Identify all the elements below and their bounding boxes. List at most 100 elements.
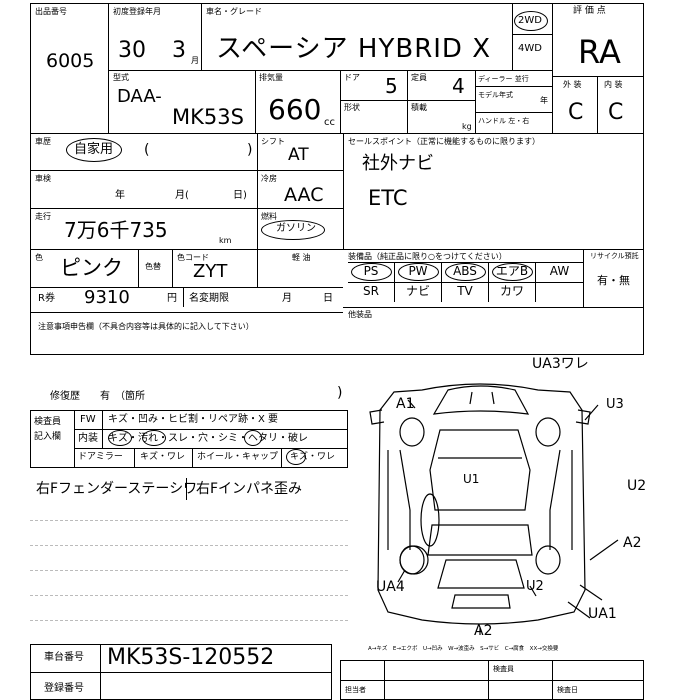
- divider: [597, 76, 598, 133]
- divider: [583, 249, 584, 307]
- divider: [257, 249, 258, 287]
- divider: [255, 70, 256, 133]
- equipment-item: カワ: [489, 282, 536, 302]
- divider: [475, 112, 552, 113]
- divider: [343, 133, 344, 249]
- mark-a2-bottom: A2: [474, 623, 493, 639]
- r-ticket-label: R券: [38, 293, 55, 304]
- car-name-value: スペーシア HYBRID X: [216, 34, 492, 64]
- reg-month-value: 3: [172, 38, 186, 63]
- fuel-value: ガソリン: [276, 223, 316, 234]
- equipment-circle: [492, 263, 533, 281]
- lot-no-label: 出品番号: [35, 7, 67, 16]
- repair-history-label: 修復歴 有 （箇所: [50, 391, 145, 402]
- equipment-item: AW: [536, 262, 583, 282]
- name-change-label: 名変期限: [189, 293, 229, 304]
- exterior-label: 外 装: [563, 80, 582, 89]
- yen-label: 円: [167, 293, 177, 304]
- usage-paren-close: ): [247, 142, 253, 158]
- score-value: RA: [578, 33, 621, 71]
- sales-point-1: 社外ナビ: [362, 153, 434, 174]
- sheet-frame: [30, 3, 644, 355]
- cooler-value: AAC: [284, 184, 324, 206]
- lot-no-value: 6005: [46, 50, 95, 72]
- mark-u3: U3: [606, 397, 624, 412]
- doors-value: 5: [385, 74, 398, 98]
- fw-label: FW: [80, 414, 96, 425]
- fuel-label: 燃料: [261, 212, 277, 221]
- mark-ua4: UA4: [376, 579, 405, 595]
- door-mirror-label: ドアミラー: [78, 452, 123, 462]
- model-prefix-value: DAA-: [117, 86, 162, 107]
- color-value: ピンク: [60, 256, 123, 280]
- fuel-circle: [261, 220, 325, 240]
- divider: [74, 429, 348, 430]
- interior-row-label: 内装: [78, 433, 98, 444]
- divider: [512, 34, 552, 35]
- interior-label: 内 装: [604, 80, 623, 89]
- stain-circle: [244, 430, 262, 446]
- displacement-label: 排気量: [259, 73, 283, 82]
- load-label: 積載: [411, 103, 427, 112]
- exterior-grade-value: C: [568, 100, 584, 125]
- receipt-label: 検査日: [557, 686, 578, 694]
- divider: [172, 249, 173, 287]
- divider: [30, 170, 343, 171]
- ruled-line: [30, 620, 348, 621]
- equipment-circle: [398, 263, 439, 281]
- usage-label: 車歴: [35, 137, 51, 146]
- sales-point-2: ETC: [368, 186, 408, 210]
- mark-u2-rear: U2: [526, 579, 544, 594]
- color-code-value: ZYT: [193, 261, 228, 282]
- ins-month-label: 月(: [175, 190, 189, 201]
- drive-4wd: 4WD: [518, 43, 542, 54]
- staff-label: 担当者: [345, 686, 366, 694]
- month-label: 月: [282, 293, 292, 304]
- inspector-name-label: 検査員: [493, 665, 514, 673]
- ruled-line: [30, 520, 348, 521]
- mark-a2-side: A2: [623, 535, 642, 551]
- mark-ua1: UA1: [588, 606, 617, 622]
- day-label: 日: [323, 293, 333, 304]
- model-year-label: モデル年式: [478, 91, 513, 99]
- wheel-cap-label: ホイール・キャップ: [197, 452, 279, 462]
- divider: [475, 86, 552, 87]
- mark-front-right: UA3ワレ: [532, 356, 589, 372]
- ruled-line: [30, 545, 348, 546]
- divider: [74, 448, 348, 449]
- divider: [192, 448, 193, 468]
- capacity-value: 4: [452, 74, 465, 98]
- r-ticket-value: 9310: [84, 287, 130, 308]
- divider: [30, 672, 332, 673]
- mileage-value: 7万6千735: [64, 218, 168, 242]
- dirt-circle: [142, 430, 166, 446]
- shift-label: シフト: [261, 137, 285, 146]
- equip-header: 装備品（純正品に限り○をつけてください）: [348, 252, 507, 261]
- reg-year-value: 30: [118, 38, 146, 63]
- wheel-scratch-circle: [286, 449, 306, 465]
- mark-u2-side: U2: [627, 478, 647, 494]
- divider: [134, 448, 135, 468]
- inspector-label: 検査員: [34, 417, 62, 427]
- divider: [30, 312, 343, 313]
- equipment-item: SR: [348, 282, 395, 302]
- divider: [343, 307, 644, 308]
- divider: [407, 70, 408, 133]
- cooler-label: 冷房: [261, 174, 277, 183]
- recycle-header: リサイクル預託: [590, 252, 639, 260]
- divider: [512, 3, 513, 70]
- note-2: 右Fインパネ歪み: [196, 481, 303, 497]
- door-label: ドア: [344, 73, 360, 82]
- scratch-circle: [108, 430, 132, 446]
- divider: [475, 70, 476, 133]
- ruled-line: [30, 570, 348, 571]
- reg-no-label: 登録番号: [44, 683, 84, 694]
- divider: [340, 70, 341, 133]
- equipment-item: [536, 282, 583, 302]
- divider: [201, 3, 202, 70]
- light-oil-label: 軽 油: [292, 253, 311, 262]
- color-label: 色: [35, 253, 43, 262]
- note-1: 右Fフェンダーステーシワ: [36, 481, 198, 497]
- equipment-circle: [445, 263, 486, 281]
- color-change-label: 色替: [145, 262, 161, 271]
